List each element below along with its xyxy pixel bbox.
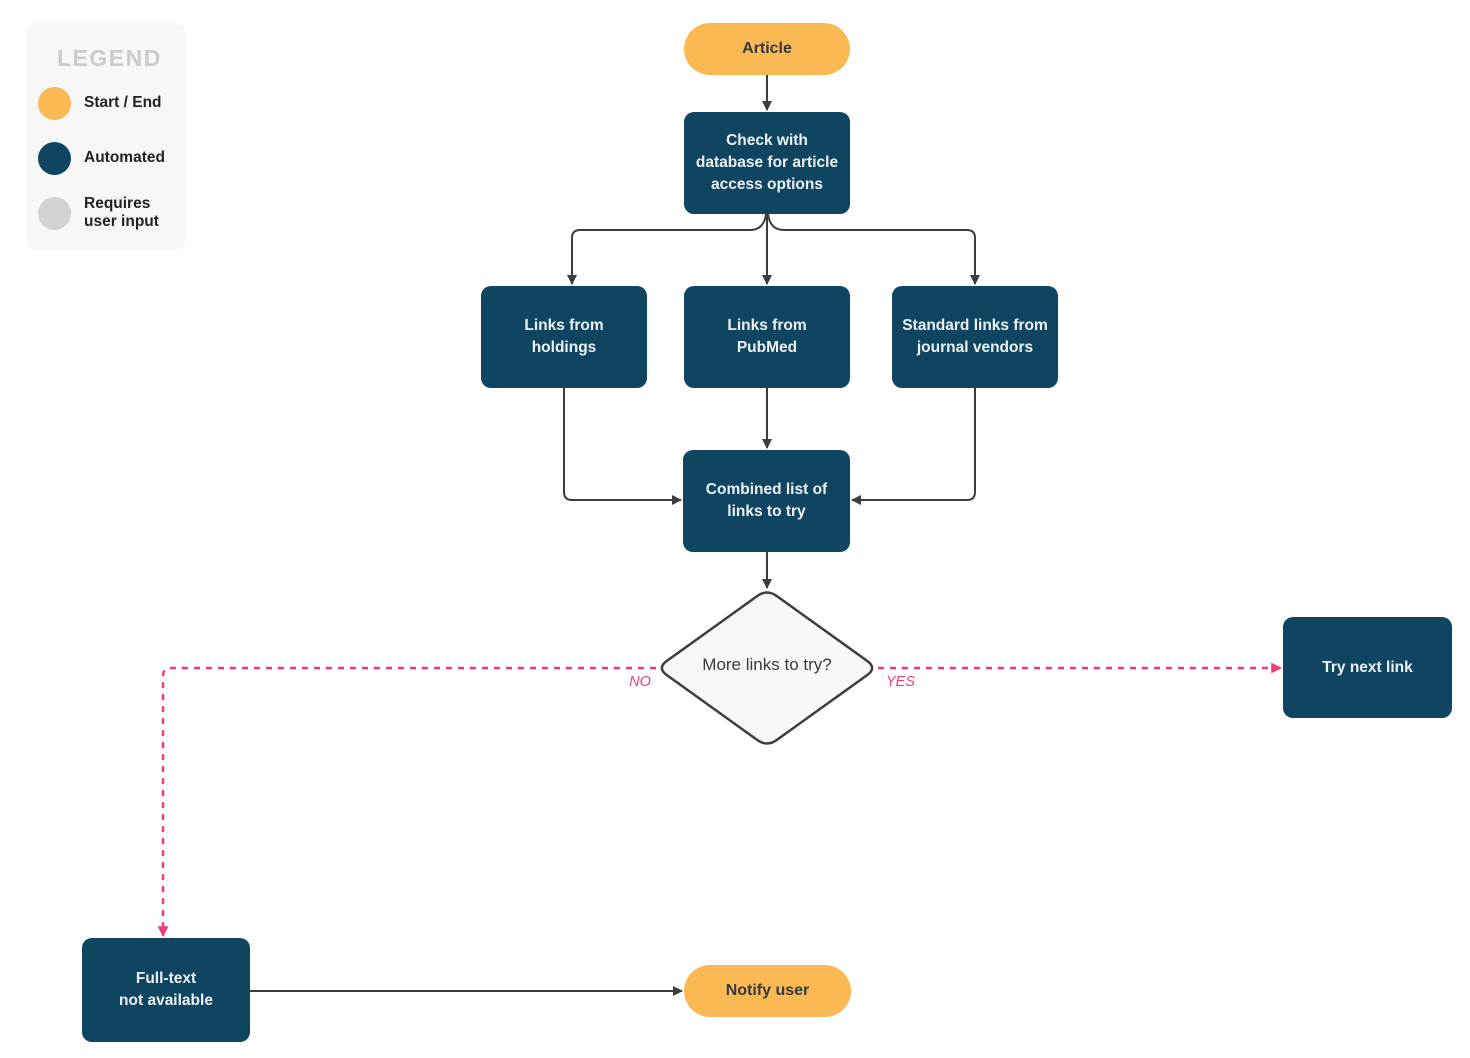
node-notify-user: Notify user <box>684 965 851 1017</box>
node-more-links-decision: More links to try? <box>667 655 867 675</box>
node-label: Try next link <box>1322 658 1413 676</box>
node-links-from-holdings: Links from holdings <box>481 286 647 388</box>
edge-check-to-vendors <box>767 213 980 285</box>
legend-item-automated: Automated <box>38 138 165 178</box>
start-end-swatch-icon <box>38 86 71 120</box>
node-standard-links-vendors: Standard links from journal vendors <box>892 286 1058 388</box>
edge-check-to-holdings <box>567 213 767 285</box>
node-label: Links from PubMed <box>727 317 807 356</box>
node-article: Article <box>684 23 850 75</box>
edge-holdings-to-combined <box>563 388 682 505</box>
node-label: More links to try? <box>702 655 832 674</box>
legend-title: LEGEND <box>57 45 162 71</box>
node-label: Combined list of links to try <box>705 481 828 520</box>
node-check-database: Check with database for article access o… <box>684 112 850 214</box>
node-label: Standard links from journal vendors <box>902 317 1048 356</box>
edge-decision-no-to-fulltext <box>157 666 656 938</box>
node-label: Article <box>742 40 792 57</box>
automated-swatch-icon <box>38 141 71 175</box>
user-input-swatch-icon <box>38 196 71 230</box>
edge-label-no: NO <box>629 674 651 690</box>
edge-label-yes: YES <box>886 674 916 690</box>
node-try-next-link: Try next link <box>1283 617 1452 718</box>
legend-item-user-input: Requires user input <box>38 193 159 233</box>
legend-item-label: Automated <box>84 148 165 166</box>
node-label: Full-text not available <box>119 970 213 1009</box>
node-links-from-pubmed: Links from PubMed <box>684 286 850 388</box>
legend-item-label: Requires user input <box>84 194 159 230</box>
edge-vendors-to-combined <box>851 388 976 505</box>
node-label: Links from holdings <box>524 317 604 356</box>
node-combined-list: Combined list of links to try <box>683 450 850 552</box>
node-label: Check with database for article access o… <box>695 132 839 193</box>
legend-item-start-end: Start / End <box>38 83 162 123</box>
decision-diamond <box>660 591 874 745</box>
legend-item-label: Start / End <box>84 93 162 111</box>
node-label: Notify user <box>725 982 810 999</box>
node-fulltext-not-available: Full-text not available <box>82 938 250 1042</box>
legend-panel: LEGEND Start / End Automated Requires us… <box>27 23 185 250</box>
